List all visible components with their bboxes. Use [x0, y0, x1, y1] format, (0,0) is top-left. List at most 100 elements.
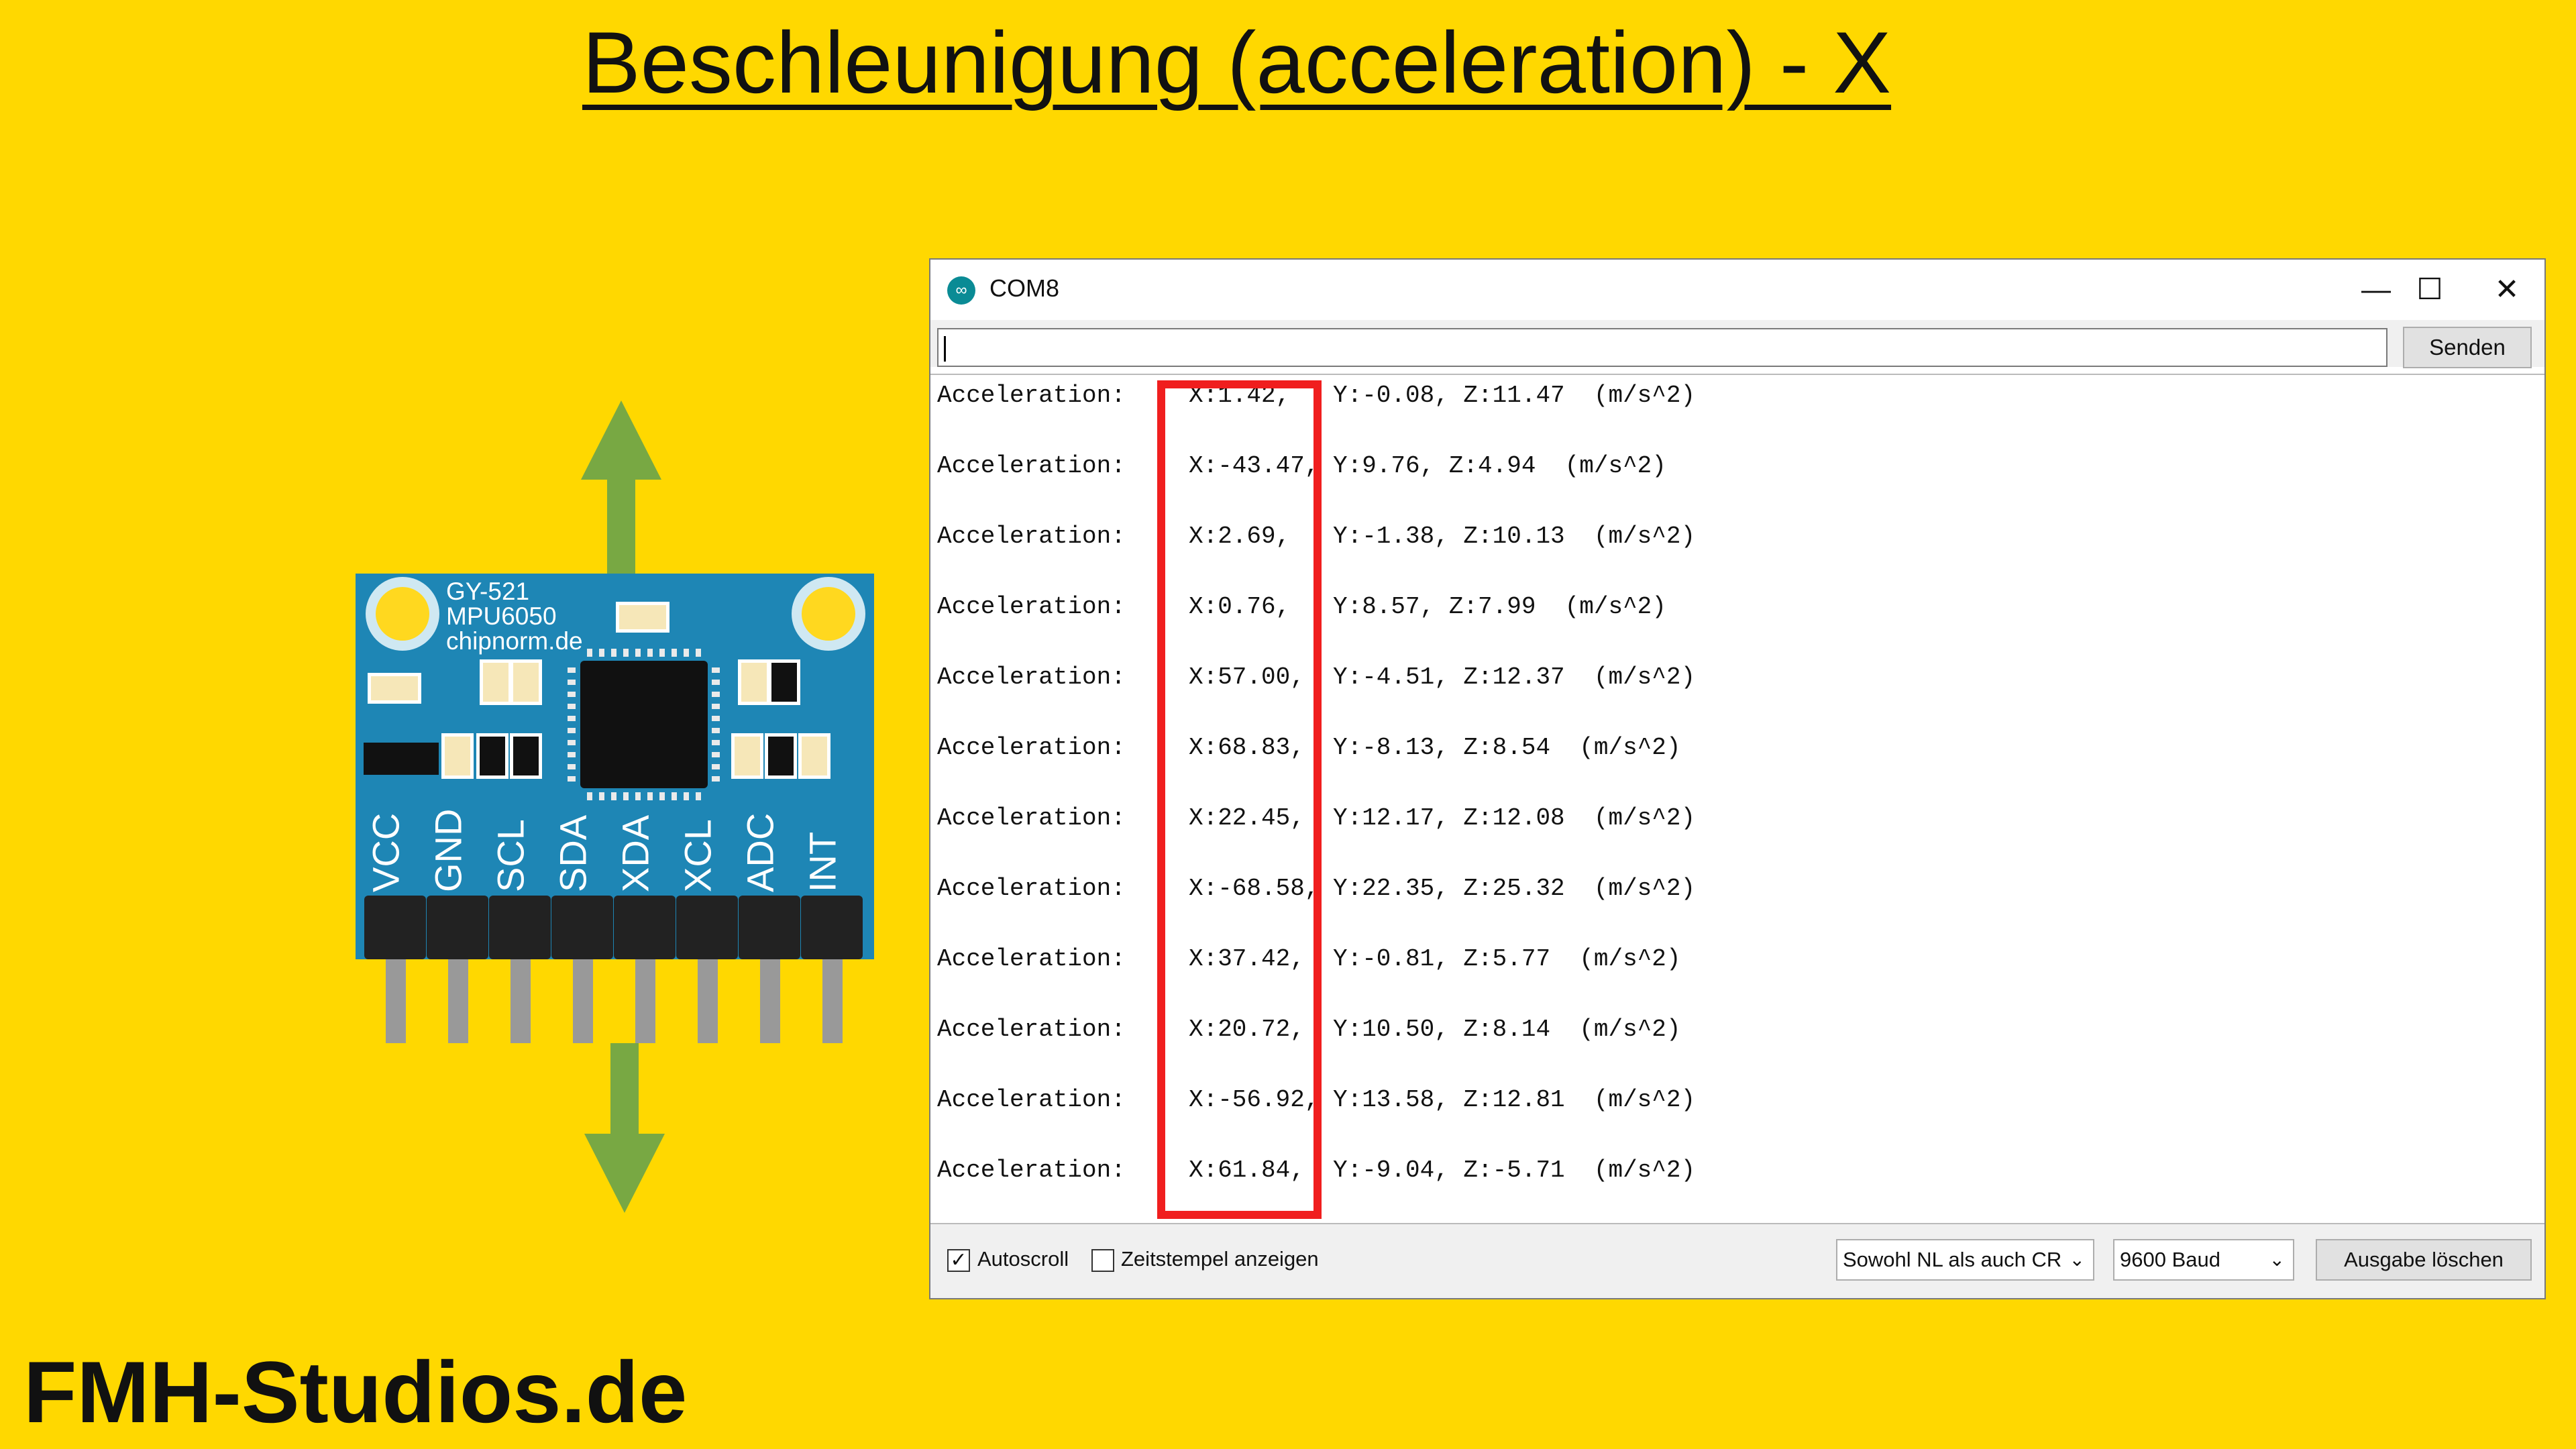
line-label: Acceleration:	[937, 945, 1126, 973]
pin-leg	[448, 959, 468, 1043]
smd-component	[510, 733, 542, 779]
board-chip-name: MPU6050	[446, 602, 557, 630]
smd-component	[368, 673, 421, 704]
line-label: Acceleration:	[937, 1016, 1126, 1043]
voltage-regulator	[364, 743, 439, 775]
smd-component	[731, 733, 763, 779]
output-line: Acceleration: X:-43.47, Y:9.76, Z:4.94 (m/…	[937, 452, 1666, 480]
line-x-value: X:20.72,	[1189, 1016, 1305, 1043]
pin-header	[427, 896, 488, 959]
brand-label: FMH-Studios.de	[23, 1343, 688, 1441]
board-model: GY-521	[446, 578, 530, 605]
pin-leg	[635, 959, 655, 1043]
title-bar: ∞ COM8 — ☐ ✕	[930, 260, 2544, 320]
smd-component	[765, 733, 797, 779]
smd-component	[480, 659, 512, 705]
send-row: Senden	[930, 320, 2544, 368]
autoscroll-checkbox[interactable]: ✓	[947, 1249, 970, 1272]
smd-led	[616, 602, 669, 633]
serial-input[interactable]	[937, 328, 2387, 367]
pin-label-vcc: VCC	[364, 812, 407, 892]
smd-component	[476, 733, 508, 779]
line-yz-values: Y:-4.51, Z:12.37 (m/s^2)	[1333, 663, 1696, 691]
line-label: Acceleration:	[937, 734, 1126, 761]
line-yz-values: Y:-0.08, Z:11.47 (m/s^2)	[1333, 382, 1696, 409]
output-line: Acceleration:X:37.42,Y:-0.81, Z:5.77 (m/…	[937, 945, 1680, 973]
output-line: Acceleration:X:68.83,Y:-8.13, Z:8.54 (m/…	[937, 734, 1680, 761]
x-values-highlight	[1157, 380, 1322, 1219]
line-x-value: X:57.00,	[1189, 663, 1305, 691]
pin-leg	[822, 959, 843, 1043]
line-x-value: X:22.45,	[1189, 804, 1305, 832]
smd-component	[441, 733, 474, 779]
pin-header	[364, 896, 426, 959]
output-line: Acceleration:X:-68.58,Y:22.35, Z:25.32 (…	[937, 875, 1695, 902]
maximize-button[interactable]: ☐	[2416, 273, 2443, 306]
line-ending-select[interactable]: Sowohl NL als auch CR ⌄	[1836, 1239, 2094, 1281]
line-yz-values: Y:22.35, Z:25.32 (m/s^2)	[1333, 875, 1696, 902]
mounting-hole-right	[792, 577, 865, 651]
page-title: Beschleunigung (acceleration) - X	[582, 13, 1892, 111]
serial-output[interactable]: Acceleration:X:1.42,Y:-0.08, Z:11.47 (m/…	[930, 374, 2544, 1227]
line-label: Acceleration:	[937, 663, 1126, 691]
text-caret	[944, 336, 946, 362]
line-label: Acceleration:	[937, 452, 1126, 480]
output-line: Acceleration: X:2.69, Y:-1.38, Z:10.13 (m/…	[937, 523, 1695, 550]
output-line: Acceleration:X:61.84,Y:-9.04, Z:-5.71 (m…	[937, 1157, 1695, 1184]
line-yz-values: Y:-0.81, Z:5.77 (m/s^2)	[1333, 945, 1681, 973]
mounting-hole-left	[366, 577, 439, 651]
output-line: Acceleration: X:0.76, Y:8.57, Z:7.99 (m/s^…	[937, 593, 1666, 621]
close-button[interactable]: ✕	[2494, 273, 2520, 306]
line-x-value: X:68.83,	[1189, 734, 1305, 761]
line-yz-values: Y:9.76, Z:4.94 (m/s^2)	[1333, 452, 1666, 480]
timestamp-checkbox[interactable]	[1091, 1249, 1114, 1272]
line-x-value: X:-56.92,	[1189, 1086, 1320, 1114]
line-label: Acceleration:	[937, 1086, 1126, 1114]
line-yz-values: Y:10.50, Z:8.14 (m/s^2)	[1333, 1016, 1681, 1043]
line-label: Acceleration:	[937, 593, 1126, 621]
chevron-down-icon: ⌄	[2269, 1249, 2285, 1270]
timestamp-label: Zeitstempel anzeigen	[1121, 1247, 1319, 1271]
line-label: Acceleration:	[937, 875, 1126, 902]
pin-label-adc: ADC	[739, 812, 782, 892]
send-button[interactable]: Senden	[2403, 327, 2532, 368]
chevron-down-icon: ⌄	[2069, 1249, 2085, 1270]
output-line: Acceleration: X:57.00, Y:-4.51, Z:12.37 (m…	[937, 663, 1695, 691]
autoscroll-label: Autoscroll	[977, 1247, 1069, 1271]
minimize-button[interactable]: —	[2361, 273, 2391, 306]
line-x-value: X:0.76,	[1189, 593, 1291, 621]
line-x-value: X:2.69,	[1189, 523, 1291, 550]
line-label: Acceleration:	[937, 523, 1126, 550]
line-x-value: X:61.84,	[1189, 1157, 1305, 1184]
arduino-icon: ∞	[947, 276, 975, 305]
smd-component	[738, 659, 770, 705]
board-label: GY-521 MPU6050 chipnorm.de	[446, 579, 583, 653]
pin-header	[489, 896, 551, 959]
pin-label-sda: SDA	[551, 814, 594, 892]
pin-header	[614, 896, 676, 959]
smd-component	[768, 659, 800, 705]
line-yz-values: Y:-1.38, Z:10.13 (m/s^2)	[1333, 523, 1696, 550]
pin-header	[551, 896, 613, 959]
pin-label-int: INT	[801, 831, 844, 892]
line-x-value: X:-43.47,	[1189, 452, 1320, 480]
baud-rate-select[interactable]: 9600 Baud ⌄	[2113, 1239, 2294, 1281]
output-line: Acceleration: X:20.72, Y:10.50, Z:8.14 (m/…	[937, 1016, 1680, 1043]
pin-leg	[386, 959, 406, 1043]
smd-component	[798, 733, 830, 779]
output-line: Acceleration:X:-56.92,Y:13.58, Z:12.81 (…	[937, 1086, 1695, 1114]
pin-label-xcl: XCL	[676, 819, 719, 892]
line-ending-value: Sowohl NL als auch CR	[1843, 1248, 2062, 1271]
serial-monitor-window: ∞ COM8 — ☐ ✕ Senden Acceleration:X:1.42,…	[929, 258, 2546, 1299]
line-yz-values: Y:8.57, Z:7.99 (m/s^2)	[1333, 593, 1666, 621]
mpu6050-chip	[580, 661, 708, 788]
pin-leg	[573, 959, 593, 1043]
line-label: Acceleration:	[937, 382, 1126, 409]
smd-component	[510, 659, 542, 705]
line-yz-values: Y:12.17, Z:12.08 (m/s^2)	[1333, 804, 1696, 832]
clear-output-button[interactable]: Ausgabe löschen	[2316, 1239, 2532, 1281]
pin-label-gnd: GND	[427, 808, 470, 892]
status-bar: ✓ Autoscroll Zeitstempel anzeigen Sowohl…	[930, 1223, 2544, 1298]
pin-header	[739, 896, 800, 959]
baud-rate-value: 9600 Baud	[2120, 1248, 2220, 1271]
